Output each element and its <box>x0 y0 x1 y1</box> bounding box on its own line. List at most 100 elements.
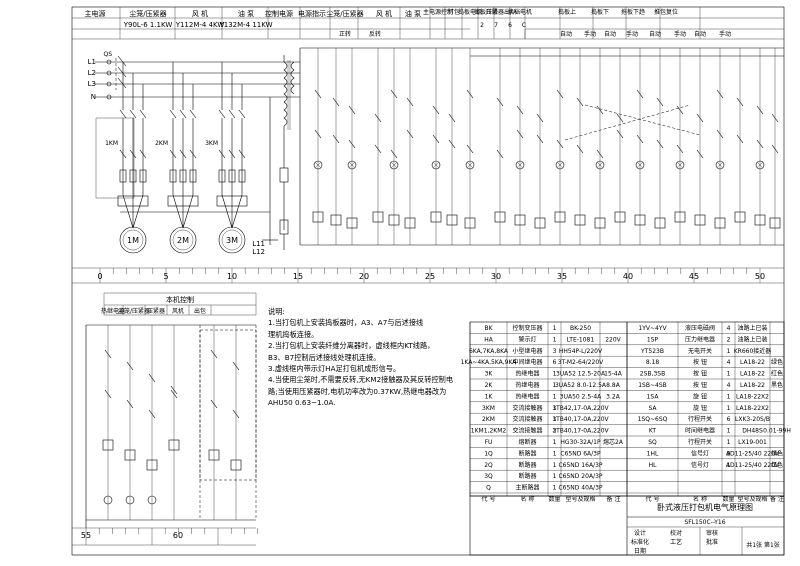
part-code: 1SA <box>647 393 660 400</box>
lamp-cross <box>756 161 764 169</box>
part-qty: 2 <box>727 336 731 343</box>
part-qty: 4 <box>727 325 731 332</box>
contact <box>536 134 544 144</box>
part-name: 交流接触器 <box>512 415 542 423</box>
part-qty: 1 <box>553 462 557 469</box>
contact <box>516 129 524 139</box>
header-code: 6 <box>508 22 512 29</box>
part-name: 无电开关 <box>688 347 712 355</box>
contact <box>771 144 779 154</box>
scale-label: 30 <box>491 272 501 281</box>
part-spec: DH48S <box>742 428 763 435</box>
part-code: 2SB,3SB <box>640 371 665 378</box>
part-code: 3K <box>485 371 494 378</box>
contact <box>696 149 704 159</box>
part-remark: 0.01-99H <box>763 428 791 435</box>
contactor-contact <box>139 149 147 159</box>
contact <box>616 113 624 123</box>
motor-symbol-inner <box>122 229 144 251</box>
contact <box>536 113 544 123</box>
lamp-cross <box>348 161 356 169</box>
part-qty: 6 <box>553 359 557 366</box>
contact <box>616 129 624 139</box>
part-code: HA <box>484 336 494 343</box>
thermal-relay <box>228 169 236 183</box>
scale-label: 0 <box>97 272 102 281</box>
contact <box>332 97 340 107</box>
part-code: 2KM <box>482 416 495 423</box>
header-cell: 捣板上 <box>558 8 576 16</box>
local-control-circuit <box>85 292 257 528</box>
part-remark: 15-4A <box>604 371 623 378</box>
title-block-text: 卧式液压打包机电气原理图SFL150C--Y16设计校对审核标准化工艺批准日期共… <box>631 502 780 555</box>
contact <box>406 97 414 107</box>
drawing-title: 卧式液压打包机电气原理图 <box>657 502 753 512</box>
breaker-contact <box>218 109 226 119</box>
part-code: 1YV~4YV <box>638 325 667 332</box>
contact <box>771 113 779 123</box>
thermal-relay <box>119 169 127 183</box>
part-spec: HG30-32A/1P <box>560 439 601 446</box>
lamp-cross <box>466 161 474 169</box>
part-spec: BK-250 <box>570 325 591 332</box>
part-code: 1KA~4KA,5KA,9KA <box>461 359 518 366</box>
note-line-2: 理机捣板连接。 <box>268 329 319 339</box>
part-name: 行程开关 <box>688 438 712 446</box>
header-cell: 拖板下趋 <box>621 8 645 16</box>
relay-coil <box>514 214 526 226</box>
header-cell: 捣板升降 <box>474 8 498 16</box>
mode-label: 自动 <box>649 30 661 38</box>
contactor-label: QS <box>103 51 112 58</box>
contact <box>466 144 474 154</box>
part-code: 1SP <box>647 336 659 343</box>
contact <box>314 129 322 139</box>
scale-label: 10 <box>227 272 237 281</box>
lower-lamp <box>147 495 157 505</box>
control-bus <box>300 29 784 246</box>
contact <box>348 105 356 115</box>
note-line-3: 2.当打包机上安装纤维分离器时，虚线框内KT线路， <box>268 341 435 351</box>
contactor-label: 3KM <box>205 140 218 147</box>
terminal-label: L1 <box>88 58 96 66</box>
contactor-contact <box>119 149 127 159</box>
contactor-contact <box>228 149 236 159</box>
part-name: 旋 钮 <box>693 392 707 400</box>
part-name: 旋 钮 <box>693 404 707 412</box>
mode-label: 自动 <box>560 30 572 38</box>
part-qty: 1 <box>553 473 557 480</box>
title-block-label: 日期 <box>634 547 646 555</box>
relay-coil <box>594 217 606 229</box>
breaker-contact <box>119 109 127 119</box>
part-name: 压力继电器 <box>685 335 715 343</box>
relay-coil <box>754 214 766 226</box>
scale-label: 5 <box>163 272 168 281</box>
contact <box>556 89 564 99</box>
part-name: 主断路器 <box>515 484 539 492</box>
note-line-6: 4.当使用尘笼时,不需要反转,无KM2接触器及其反转控制电 <box>268 375 454 385</box>
motor-rating: Y112M-4 4KW <box>175 21 225 29</box>
relay-coil <box>430 211 442 223</box>
control-rungs <box>312 48 781 245</box>
lower-contact <box>232 409 240 419</box>
part-qty: 1 <box>553 393 557 400</box>
part-qty: 4 <box>727 359 731 366</box>
part-spec: AD11-25/40 220V <box>726 462 780 469</box>
indicator-lamp <box>389 160 399 170</box>
part-qty: 1 <box>727 348 731 355</box>
thermal-relay <box>139 169 147 183</box>
notes-block: 说明: 1.当打包机上安装捣板器时，A3、A7与后述接线 理机捣板连接。 2.当… <box>268 306 468 409</box>
part-spec: LTE-1081 <box>567 336 595 343</box>
table-header: 型号及规格 <box>737 495 767 503</box>
motor-lead <box>221 194 233 229</box>
motor-symbol <box>119 226 147 254</box>
terminal-label: L11 <box>252 240 265 248</box>
part-qty: 1 <box>553 439 557 446</box>
part-spec: 3TB40,17-0A,220V <box>552 416 609 423</box>
contactor-contact <box>218 149 226 159</box>
header-cell: 捣板下 <box>591 8 609 16</box>
part-code: SA <box>648 405 657 412</box>
lamp-cross <box>636 161 644 169</box>
part-spec: 油路上已装 <box>737 324 767 332</box>
mode-label: 自动 <box>604 30 616 38</box>
contact <box>432 105 440 115</box>
